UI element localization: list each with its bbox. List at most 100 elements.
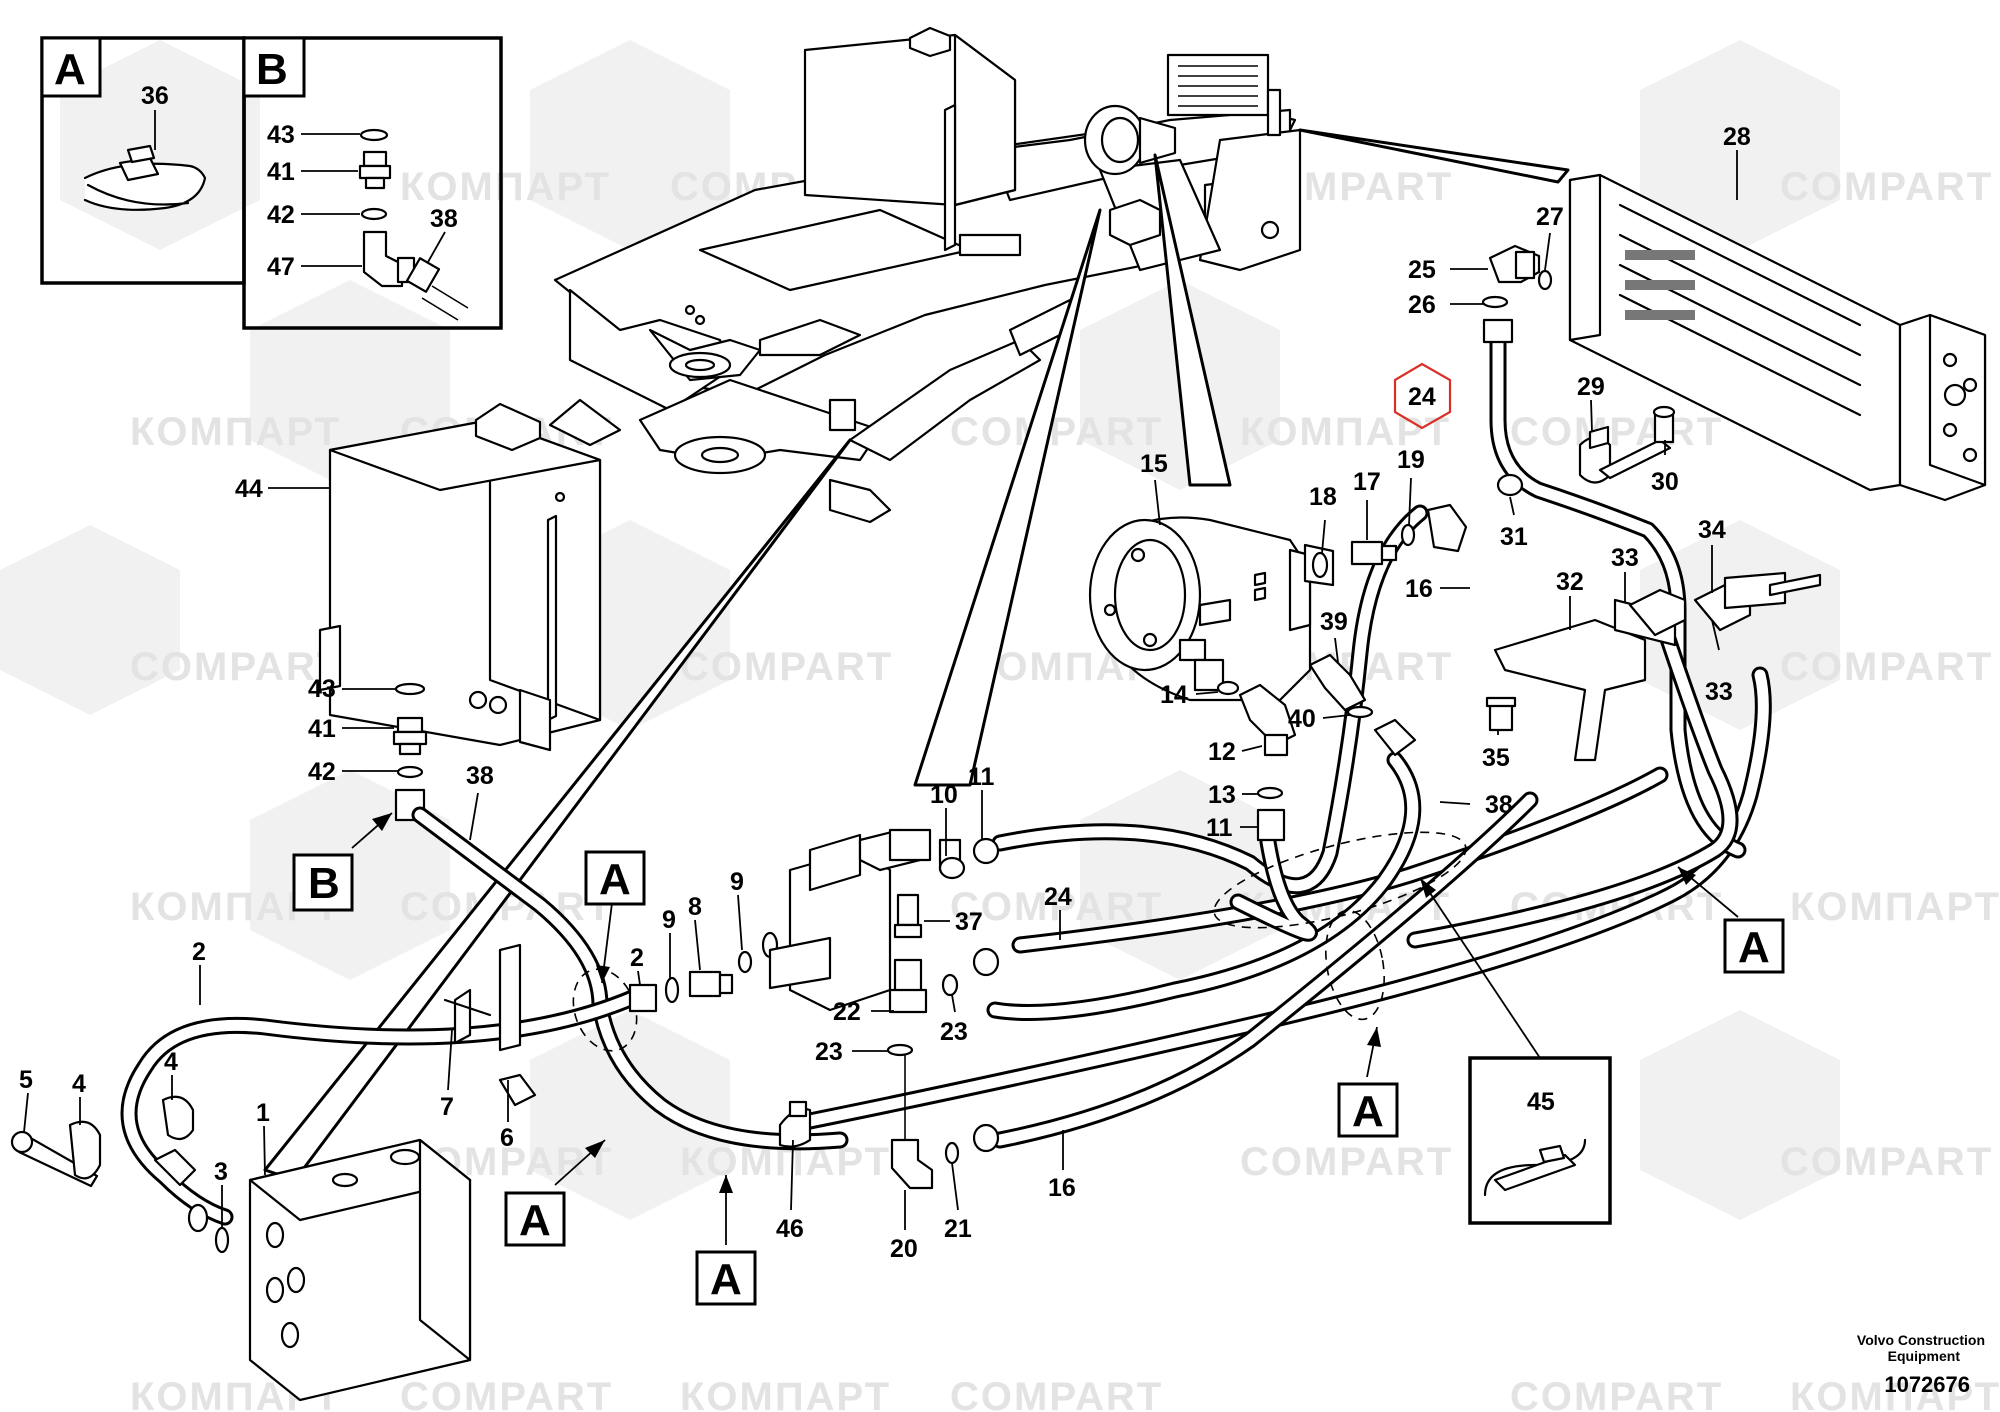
watermark-layer: КОМПАРТ COMPART COMPART COMPART КОМПАРТ …: [0, 40, 2000, 1412]
pump-motor: [1088, 516, 1335, 702]
part-label-21: 21: [944, 1215, 972, 1243]
leader-lines: [23, 150, 1738, 1230]
part-label-13: 13: [1208, 781, 1236, 809]
callout-a-1: [584, 850, 646, 906]
watermark-row-3: COMPART COMPART КОМПАРТ COMPART COMPART: [0, 520, 1993, 730]
callout-a-3: [695, 1250, 757, 1306]
callout-b-letter: B: [308, 859, 340, 908]
part-label-40: 40: [1288, 705, 1316, 733]
watermark-text: КОМПАРТ: [1790, 885, 2000, 929]
watermark-text: COMPART: [950, 1375, 1163, 1412]
cooler-fittings: [1481, 244, 1553, 344]
watermark-text: COMPART: [950, 410, 1163, 454]
part-label-6: 6: [500, 1124, 514, 1152]
part-label-43: 43: [308, 675, 336, 703]
elbow-fitting-icon: [362, 230, 416, 288]
tank-fittings: [392, 682, 428, 822]
part-label-47: 47: [267, 253, 295, 281]
part-label-4: 4: [164, 1048, 178, 1076]
hose-bracket: [1485, 571, 1822, 762]
pump-small-top: [1083, 104, 1177, 176]
part-label-27: 27: [1536, 203, 1564, 231]
valve-block: [248, 1138, 472, 1402]
part-label-10: 10: [930, 781, 958, 809]
watermark-text: COMPART: [1240, 1140, 1453, 1184]
document-number: 1072676: [1884, 1372, 1970, 1397]
callout-a-4: [1337, 1082, 1399, 1138]
part-label-37: 37: [955, 908, 983, 936]
watermark-text: COMPART: [680, 645, 893, 689]
watermark-text: КОМПАРТ: [1790, 1375, 2000, 1412]
part-label-38: 38: [466, 762, 494, 790]
part-label-41: 41: [267, 158, 295, 186]
o-ring-icon: [360, 207, 388, 221]
detail-view-letter: A: [54, 45, 86, 94]
part-label-42: 42: [308, 758, 336, 786]
part-label-9: 9: [662, 906, 676, 934]
part-label-4: 4: [72, 1070, 86, 1098]
cable-tie-icon: [1483, 1138, 1587, 1197]
watermark-text: COMPART: [1510, 410, 1723, 454]
part-label-15: 15: [1140, 450, 1168, 478]
footer: Volvo Construction Equipment 1072676: [1857, 1332, 1985, 1397]
callout-boxes: B A A A A A: [292, 850, 1785, 1306]
callout-a-letter: A: [599, 855, 631, 904]
electrical-box-top: [803, 26, 1022, 257]
part-label-19: 19: [1397, 446, 1425, 474]
watermark-text: КОМПАРТ: [1240, 410, 1451, 454]
part-label-11: 11: [968, 763, 995, 791]
oil-cooler: [1568, 173, 1987, 502]
callout-a-letter: A: [519, 1196, 551, 1245]
watermark-text: COMPART: [1510, 1375, 1723, 1412]
part-label-31: 31: [1500, 523, 1528, 551]
part-label-43: 43: [267, 121, 295, 149]
highlight-marker: [1393, 362, 1452, 430]
part-label-7: 7: [440, 1093, 454, 1121]
part-label-16: 16: [1405, 575, 1433, 603]
part-label-28: 28: [1723, 123, 1751, 151]
detail-view-b: B 43 41 42 47 38: [242, 36, 503, 330]
part-labels: 44 43 41 42 38 2 5 4 4 1 3 7 6 2 9 8 9 1…: [19, 123, 1751, 1263]
cable-tie-icon: [83, 144, 207, 211]
part-label-33: 33: [1611, 544, 1639, 572]
cooler-fins: [1625, 250, 1695, 320]
callout-pointers: [351, 812, 1739, 1245]
part-label-14: 14: [1160, 681, 1188, 709]
part-label-23: 23: [815, 1038, 843, 1066]
pump-fittings-lower: [1216, 653, 1417, 842]
part-label-11: 11: [1206, 814, 1233, 842]
part-label-18: 18: [1309, 483, 1337, 511]
watermark-text: COMPART: [950, 885, 1163, 929]
detail-view-letter: B: [256, 45, 288, 94]
valve-small-top: [1108, 198, 1162, 247]
part-label-34: 34: [1698, 516, 1726, 544]
callout-a-5: [1723, 918, 1785, 974]
detail-view-a: A 36: [40, 36, 246, 285]
part-label-33: 33: [1705, 678, 1733, 706]
hose-clamp: [1496, 405, 1676, 497]
part-label-3: 3: [214, 1158, 228, 1186]
hydraulic-tank: [318, 402, 602, 752]
part-label-39: 39: [1320, 608, 1348, 636]
part-label-29: 29: [1577, 373, 1605, 401]
part-label-12: 12: [1208, 738, 1236, 766]
watermark-text: COMPART: [130, 645, 343, 689]
part-label-25: 25: [1408, 256, 1436, 284]
tee-fitting-stack: [886, 893, 1000, 1190]
part-label-35: 35: [1482, 744, 1510, 772]
part-label-20: 20: [890, 1235, 918, 1263]
part-label-17: 17: [1353, 468, 1381, 496]
fitting-icon: [358, 150, 392, 190]
watermark-text: COMPART: [1780, 1140, 1993, 1184]
part-label-46: 46: [776, 1215, 804, 1243]
part-label-45: 45: [1527, 1088, 1555, 1116]
part-label-26: 26: [1408, 291, 1436, 319]
hose-end-icon: [405, 257, 469, 321]
part-label-22: 22: [833, 998, 861, 1026]
part-label-23: 23: [940, 1018, 968, 1046]
watermark-text: КОМПАРТ: [400, 165, 611, 209]
callout-a-letter: A: [710, 1255, 742, 1304]
watermark-text: COMPART: [1780, 645, 1993, 689]
detail-box-45: [1468, 1056, 1612, 1225]
